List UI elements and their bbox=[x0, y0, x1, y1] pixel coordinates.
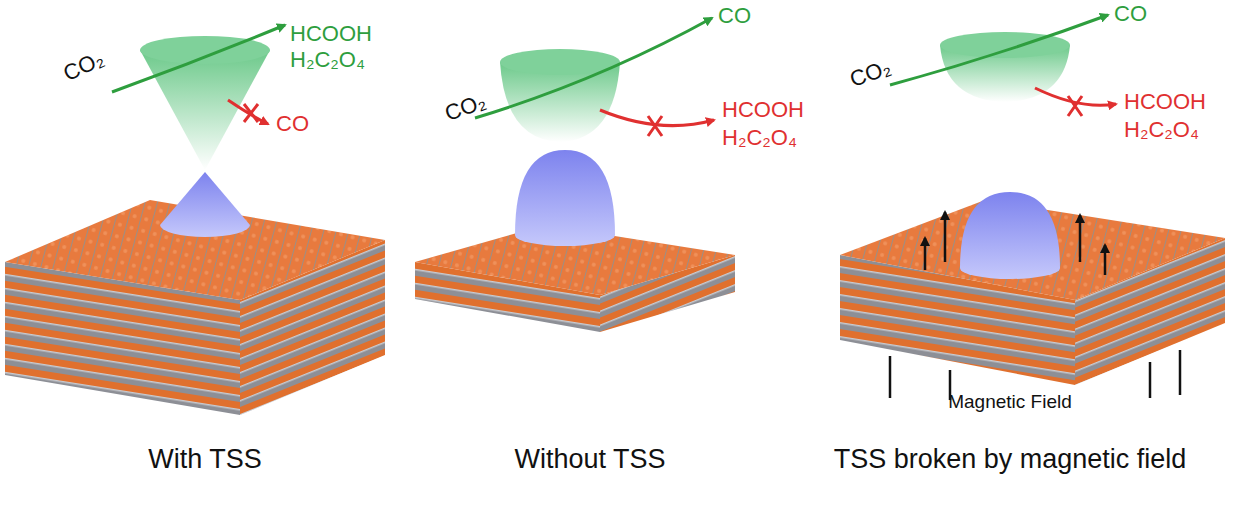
gapped-bands bbox=[940, 32, 1070, 279]
blocked-arrow bbox=[228, 100, 268, 124]
reaction-arrow bbox=[112, 25, 285, 92]
product-label: HCOOH bbox=[290, 22, 372, 46]
cross-mark bbox=[648, 116, 662, 136]
field-arrows bbox=[890, 212, 1180, 400]
product-label: H₂C₂O₄ bbox=[290, 48, 365, 72]
product-label: CO bbox=[276, 112, 309, 136]
gapped-bands bbox=[500, 49, 620, 246]
chemical-formula: CO₂ bbox=[60, 47, 108, 86]
chemical-formula: CO₂ bbox=[442, 89, 489, 126]
chemical-formula: CO₂ bbox=[847, 55, 894, 92]
field-label: Magnetic Field bbox=[948, 392, 1072, 413]
product-label: H₂C₂O₄ bbox=[1124, 118, 1199, 142]
reaction-arrow bbox=[890, 15, 1108, 85]
reaction-arrow bbox=[475, 18, 712, 118]
dirac-cone bbox=[140, 36, 270, 237]
panel-caption: Without TSS bbox=[514, 445, 665, 475]
panel-caption: With TSS bbox=[148, 445, 262, 475]
product-label: HCOOH bbox=[722, 98, 804, 122]
cross-mark bbox=[244, 104, 258, 122]
cross-mark bbox=[1068, 96, 1082, 116]
product-label: CO bbox=[1114, 2, 1147, 26]
panel-caption: TSS broken by magnetic field bbox=[834, 445, 1187, 475]
product-label: HCOOH bbox=[1124, 90, 1206, 114]
product-label: H₂C₂O₄ bbox=[722, 126, 797, 150]
product-label: CO bbox=[718, 4, 751, 28]
